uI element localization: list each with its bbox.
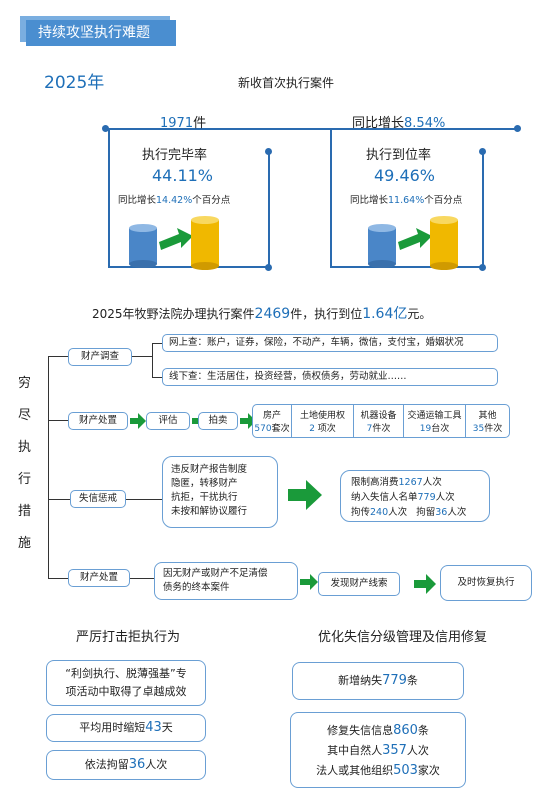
tree-trunk <box>48 356 49 578</box>
tree-branch <box>48 499 70 500</box>
card-border-line <box>268 152 270 268</box>
tree-branch <box>152 343 162 344</box>
tree-branch <box>48 578 68 579</box>
property-disposal-label-2: 财产处置 <box>68 569 130 587</box>
side-title-char: 尽 <box>18 408 32 423</box>
property-clue-step: 发现财产线索 <box>318 572 400 596</box>
online-search-box: 网上查：账户，证券，保险，不动产，车辆，微信，支付宝，婚姻状况 <box>162 334 498 352</box>
card-border-line <box>330 128 332 268</box>
credit-repair-box: 修复失信信息860条 其中自然人357人次 法人或其他组织503家次 <box>290 712 466 788</box>
completion-value: 44.11% <box>152 166 214 185</box>
punishment-results: 限制高消费1267人次 纳入失信人名单779人次 拘传240人次 拘留36人次 <box>340 470 490 522</box>
card-border-line <box>108 266 268 268</box>
growth-cylinders-graphic <box>129 216 219 270</box>
tree-branch <box>132 356 152 357</box>
arrow-icon <box>414 574 436 594</box>
campaign-box: “利剑执行、脱薄强基”专 项活动中取得了卓越成效 <box>46 660 206 706</box>
card-border-line <box>482 152 484 268</box>
cases-count: 1971件 <box>160 116 207 131</box>
completion-title: 执行完毕率 <box>142 148 208 163</box>
cylinder-blue-icon <box>129 224 157 268</box>
completion-note: 同比增长14.42%个百分点 <box>118 195 231 206</box>
violation-list: 违反财产报告制度 隐匿，转移财产 抗拒，干扰执行 未按和解协议履行 <box>162 456 278 528</box>
headline: 新收首次执行案件 <box>238 76 335 90</box>
card-border-line <box>330 266 482 268</box>
arrow-icon <box>159 228 193 250</box>
terminated-cases-box: 因无财产或财产不足清偿 债务的终本案件 <box>154 562 298 600</box>
arrow-icon <box>130 413 146 429</box>
cylinder-blue-icon <box>368 224 396 268</box>
cylinder-gold-icon <box>191 216 219 270</box>
arrow-icon <box>398 228 432 250</box>
tree-branch <box>126 499 162 500</box>
tree-branch <box>48 420 68 421</box>
time-reduced-box: 平均用时缩短43天 <box>46 714 206 742</box>
arrow-icon <box>300 574 318 590</box>
property-disposal-label: 财产处置 <box>68 412 128 430</box>
arrival-title: 执行到位率 <box>366 148 432 163</box>
timeline-dot <box>265 264 272 271</box>
timeline-dot <box>514 125 521 132</box>
tree-branch <box>152 377 162 378</box>
timeline-line <box>108 128 518 130</box>
resume-execution-step: 及时恢复执行 <box>440 565 532 601</box>
right-section-title: 优化失信分级管理及信用修复 <box>318 630 488 645</box>
timeline-dot <box>265 148 272 155</box>
property-investigation-label: 财产调查 <box>68 348 132 366</box>
tree-branch <box>48 356 68 357</box>
offline-search-box: 线下查：生活居住，投资经营，债权债务，劳动就业…… <box>162 368 498 386</box>
arrival-note: 同比增长11.64%个百分点 <box>350 195 463 206</box>
yoy-growth: 同比增长8.54% <box>352 116 446 131</box>
auction-step: 拍卖 <box>198 412 238 430</box>
section-banner: 持续攻坚执行难题 <box>26 20 176 46</box>
left-section-title: 严厉打击拒执行为 <box>76 630 181 645</box>
arrival-value: 49.46% <box>374 166 436 185</box>
timeline-dot <box>102 125 109 132</box>
timeline-dot <box>479 264 486 271</box>
arrow-icon <box>288 480 322 510</box>
card-border-line <box>108 128 110 268</box>
new-dishonest-box: 新增纳失779条 <box>292 662 464 700</box>
detention-box: 依法拘留36人次 <box>46 750 206 780</box>
appraisal-step: 评估 <box>146 412 190 430</box>
side-title-char: 行 <box>18 472 32 487</box>
side-title-char: 措 <box>18 504 32 519</box>
cylinder-gold-icon <box>430 216 458 270</box>
tree-branch <box>130 578 154 579</box>
summary-line: 2025年牧野法院办理执行案件2469件，执行到位1.64亿元。 <box>92 306 432 322</box>
timeline-dot <box>479 148 486 155</box>
year-label: 2025年 <box>44 73 105 93</box>
tree-branch <box>152 343 153 377</box>
side-title-char: 施 <box>18 536 32 551</box>
side-title-char: 穷 <box>18 376 32 391</box>
credit-punishment-label: 失信惩戒 <box>70 490 126 508</box>
side-title-char: 执 <box>18 440 32 455</box>
growth-cylinders-graphic <box>368 216 458 270</box>
